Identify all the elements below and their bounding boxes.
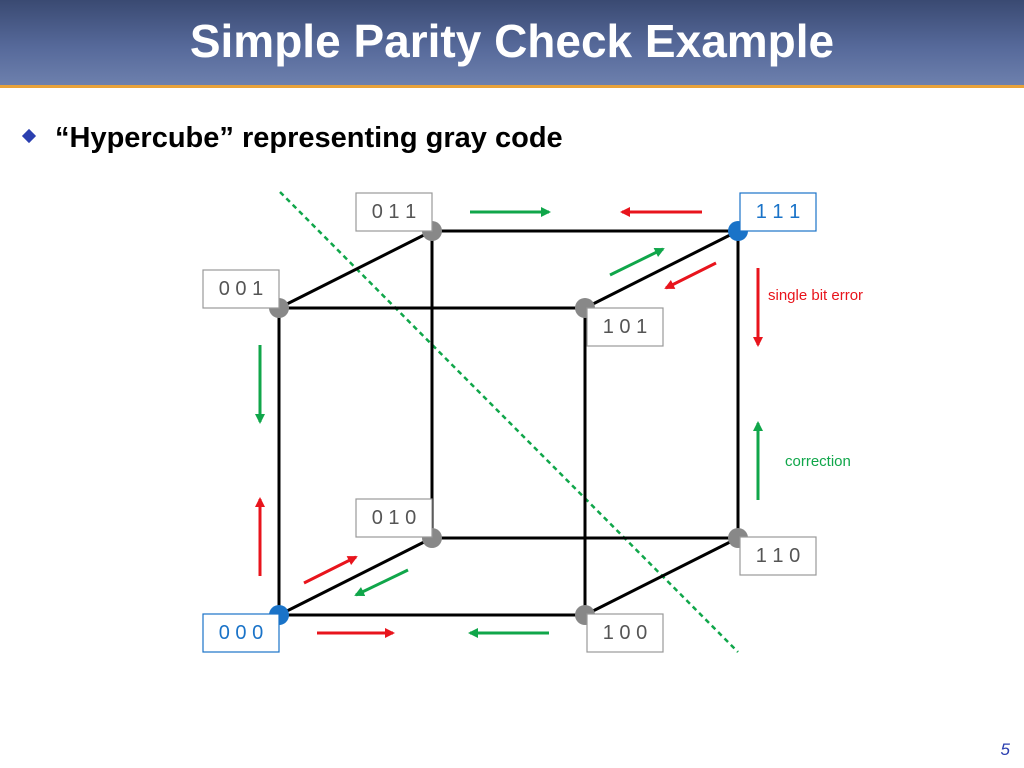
svg-text:1 0 0: 1 0 0 [603, 622, 647, 644]
svg-text:1 1 0: 1 1 0 [756, 545, 800, 567]
title-underline [0, 85, 1024, 88]
svg-text:1 0 1: 1 0 1 [603, 316, 647, 338]
arrow-error-top-diagonal [664, 261, 717, 290]
label-100: 1 0 0 [586, 613, 664, 653]
page-number: 5 [1000, 740, 1010, 759]
slide-title: Simple Parity Check Example [189, 15, 835, 67]
error-annotation: single bit error [768, 287, 863, 304]
arrow-correction-bottom-diagonal [354, 568, 409, 597]
label-001: 0 0 1 [202, 269, 280, 309]
cube-edges [277, 229, 740, 617]
edge-000-010 [278, 536, 433, 617]
edge-100-110 [584, 536, 739, 617]
parity-divider-line [279, 191, 739, 653]
label-101: 1 0 1 [586, 307, 664, 347]
arrow-error-bottom-diagonal [303, 555, 358, 585]
label-111: 1 1 1 [739, 192, 817, 232]
svg-text:0 1 0: 0 1 0 [372, 507, 416, 529]
label-110: 1 1 0 [739, 536, 817, 576]
arrow-correction-top-diagonal [609, 247, 665, 277]
label-011: 0 1 1 [355, 192, 433, 232]
label-000: 0 0 0 [202, 613, 280, 653]
svg-text:1 1 1: 1 1 1 [756, 201, 800, 223]
edge-001-011 [278, 229, 433, 310]
bullet-text: “Hypercube” representing gray code [55, 122, 563, 154]
label-010: 0 1 0 [355, 498, 433, 538]
svg-text:0 1 1: 0 1 1 [372, 201, 416, 223]
svg-text:0 0 0: 0 0 0 [219, 622, 263, 644]
svg-text:0 0 1: 0 0 1 [219, 278, 263, 300]
title-bar [0, 0, 1024, 85]
edge-101-111 [584, 229, 739, 310]
transition-arrows [255, 207, 763, 638]
correction-annotation: correction [785, 453, 851, 470]
vertex-labels: 0 0 0 0 0 1 0 1 0 0 1 1 1 0 0 1 0 1 1 1 … [202, 192, 817, 653]
